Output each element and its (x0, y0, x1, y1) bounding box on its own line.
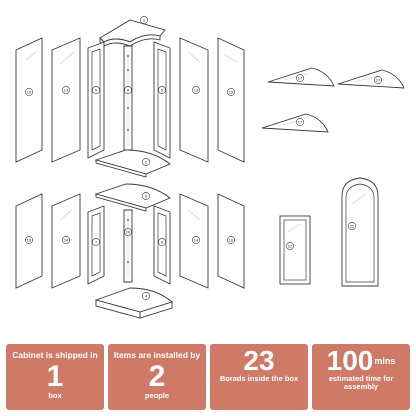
part-14-side-glass-right: 14 (179, 193, 209, 289)
part-7-side-frame-left: 7 (87, 205, 105, 285)
part-13-side-glass-left: 13 (51, 37, 81, 163)
part-15-side-glass-right: 15 (217, 37, 245, 163)
card-number: 2 (148, 360, 166, 393)
info-cards: Cabinet is shipped in 1 box Items are in… (0, 330, 416, 416)
card-unit: Borads inside the box (219, 374, 299, 383)
card-unit: estimated time for assembly (328, 374, 394, 391)
part-12-lower-door: 12 (279, 215, 311, 285)
assembly-diagram: 1 15 13 6 8 5 13 15 (15, 16, 405, 319)
part-8-side-frame-right: 8 (153, 205, 171, 285)
part-label-1: 1 (143, 18, 146, 23)
part-label-13a: 13 (64, 88, 69, 93)
part-label-13b: 13 (194, 88, 199, 93)
card-number-suffix: mins (374, 356, 396, 366)
card-caption: Cabinet is shipped in (12, 350, 98, 360)
card-number: 23 (243, 345, 275, 376)
part-label-17a: 17 (298, 76, 303, 81)
part-label-10: 10 (126, 230, 131, 235)
part-label-5: 5 (161, 88, 164, 93)
part-15-side-glass-left: 15 (15, 37, 43, 163)
part-label-17b: 17 (376, 78, 381, 83)
part-1-top-crown: 1 (99, 16, 166, 47)
part-label-4: 4 (145, 294, 148, 299)
part-label-15b: 15 (229, 90, 234, 95)
part-6-side-frame-left: 6 (87, 41, 105, 159)
card-number-value: 100 (326, 345, 374, 376)
part-3-top-shelf: 3 (94, 183, 171, 212)
part-11-upper-door: 11 (341, 177, 379, 287)
part-label-8a: 8 (127, 88, 130, 93)
part-label-7: 7 (95, 240, 98, 245)
part-17-glass-shelf-c: 17 (261, 113, 329, 133)
part-label-17c: 17 (298, 120, 303, 125)
part-17-glass-shelf-b: 17 (337, 69, 405, 89)
part-label-2: 2 (145, 160, 148, 165)
part-label-14b: 14 (194, 238, 199, 243)
part-label-8b: 8 (161, 240, 164, 245)
part-label-6: 6 (95, 88, 98, 93)
part-label-16b: 16 (229, 238, 234, 243)
part-label-15a: 15 (27, 90, 32, 95)
part-16-side-panel-left: 16 (15, 193, 43, 289)
card-unit: box (48, 391, 62, 400)
card-unit: people (144, 391, 170, 400)
assembly-time-card: 100mins estimated time for assembly (312, 344, 410, 410)
boards-count-card: 23 Borads inside the box (210, 344, 308, 410)
part-2-bottom-shelf: 2 (94, 149, 171, 178)
installers-card: Items are installed by 2 people (108, 344, 206, 410)
part-label-12: 12 (288, 244, 293, 249)
part-8-center-post: 8 (123, 45, 133, 151)
part-4-base: 4 (94, 287, 173, 319)
part-13-side-glass-right: 13 (179, 37, 209, 163)
part-label-14a: 14 (64, 238, 69, 243)
part-label-16a: 16 (27, 238, 32, 243)
card-number: 100mins (312, 347, 410, 375)
part-label-3: 3 (145, 194, 148, 199)
part-16-side-panel-right: 16 (217, 193, 245, 289)
part-17-glass-shelf-a: 17 (267, 67, 335, 87)
part-label-11: 11 (350, 224, 355, 229)
part-14-side-glass-left: 14 (51, 193, 81, 289)
card-caption: Items are installed by (113, 350, 201, 360)
part-5-side-frame-right: 5 (153, 41, 171, 159)
part-10-center-post: 10 (123, 209, 133, 283)
shipping-boxes-card: Cabinet is shipped in 1 box (6, 344, 104, 410)
card-number: 1 (46, 360, 64, 393)
